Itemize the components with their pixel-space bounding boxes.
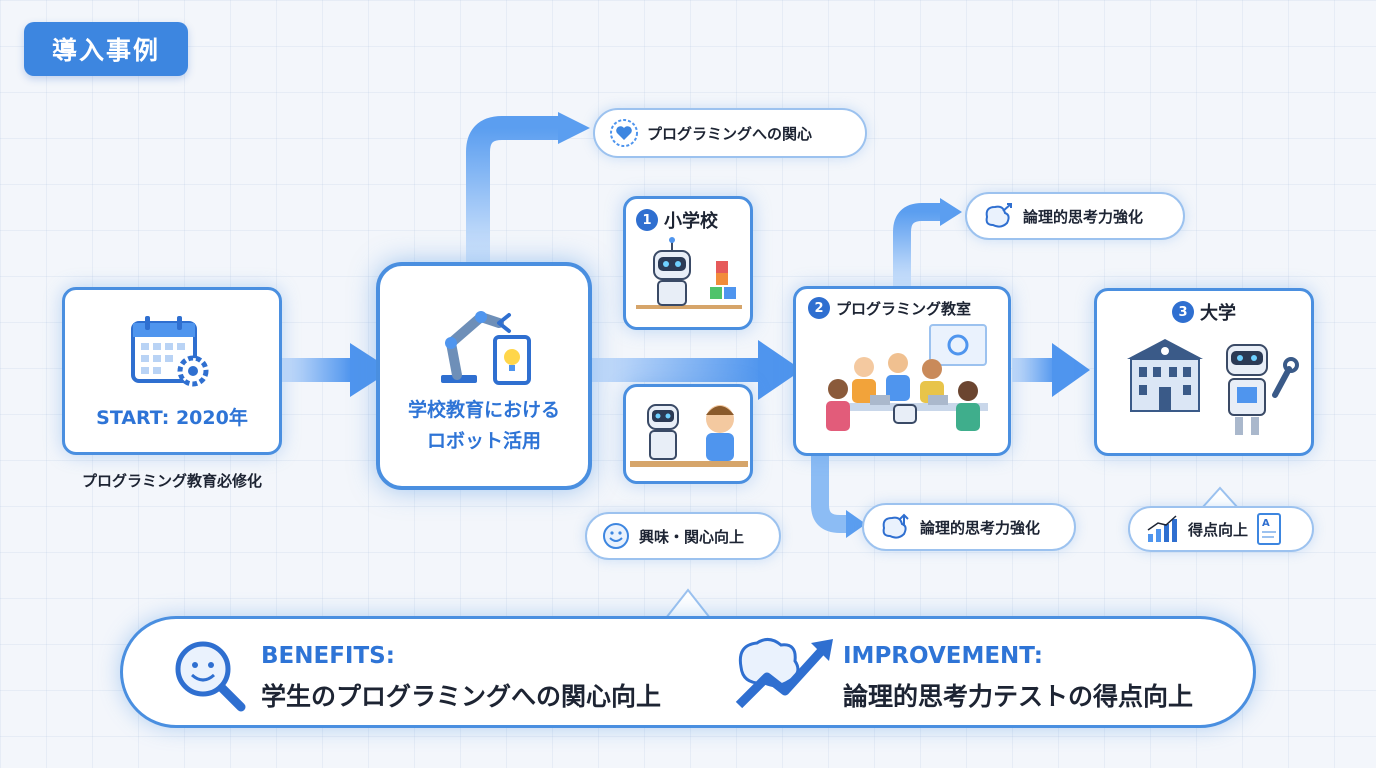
stage-number: 2 bbox=[808, 297, 830, 319]
arrow-classroom-to-logic-bottom bbox=[811, 456, 866, 538]
robot-arm-tablet-icon bbox=[441, 311, 531, 385]
curiosity-label: 興味・関心向上 bbox=[639, 527, 745, 546]
benefits-text: 学生のプログラミングへの関心向上 bbox=[261, 682, 662, 711]
logic-bottom-pill: 論理的思考力強化 bbox=[862, 503, 1076, 551]
classroom-title: 2 プログラミング教室 bbox=[808, 297, 996, 319]
curiosity-pill: 興味・関心向上 bbox=[585, 512, 781, 560]
elementary-title: 1 小学校 bbox=[636, 207, 740, 233]
logic-bottom-label: 論理的思考力強化 bbox=[920, 518, 1041, 537]
arrow-classroom-to-university bbox=[1012, 343, 1090, 397]
stage-number: 3 bbox=[1172, 301, 1194, 323]
kid-robot-card bbox=[623, 384, 753, 484]
test-paper-icon: A bbox=[1257, 513, 1282, 545]
stage-number: 1 bbox=[636, 209, 658, 231]
start-card: START: 2020年 bbox=[62, 287, 282, 455]
robot-blocks-illustration bbox=[636, 237, 742, 309]
arrow-start-to-center bbox=[282, 343, 392, 397]
interest-label: プログラミングへの関心 bbox=[647, 124, 813, 143]
elementary-label: 小学校 bbox=[664, 211, 718, 232]
classroom-label: プログラミング教室 bbox=[836, 299, 972, 318]
magnifier-smile-icon bbox=[175, 641, 246, 712]
heart-icon bbox=[610, 119, 638, 147]
smile-icon bbox=[603, 523, 629, 549]
improvement-heading: IMPROVEMENT: bbox=[843, 643, 1043, 669]
brain-arrow-icon bbox=[882, 513, 909, 539]
university-label: 大学 bbox=[1200, 303, 1236, 324]
brain-trend-icon bbox=[735, 638, 833, 709]
svg-text:A: A bbox=[1262, 518, 1270, 529]
start-title: START: 2020年 bbox=[96, 406, 248, 429]
logic-top-label: 論理的思考力強化 bbox=[1023, 207, 1144, 226]
center-card: 学校教育における ロボット活用 bbox=[376, 262, 592, 490]
improvement-text: 論理的思考力テストの得点向上 bbox=[843, 682, 1194, 711]
kid-robot-illustration bbox=[630, 404, 748, 467]
university-robot-illustration bbox=[1127, 339, 1299, 435]
arrow-center-to-interest bbox=[466, 112, 590, 262]
classroom-card: 2 プログラミング教室 bbox=[793, 286, 1011, 456]
interest-pill: プログラミングへの関心 bbox=[593, 108, 867, 158]
score-pill: 得点向上 A bbox=[1128, 506, 1314, 552]
university-title: 3 大学 bbox=[1109, 299, 1299, 325]
benefits-heading: BENEFITS: bbox=[261, 643, 395, 669]
classroom-illustration bbox=[826, 324, 988, 431]
start-caption: プログラミング教育必修化 bbox=[81, 472, 262, 490]
summary-banner: BENEFITS: 学生のプログラミングへの関心向上 IMPROVEMENT: … bbox=[120, 616, 1256, 728]
logic-top-pill: 論理的思考力強化 bbox=[965, 192, 1185, 240]
arrow-center-to-classroom bbox=[590, 340, 802, 400]
bar-chart-icon bbox=[1147, 515, 1177, 542]
section-badge: 導入事例 bbox=[24, 22, 188, 76]
brain-arrow-icon bbox=[985, 203, 1012, 228]
score-label: 得点向上 bbox=[1188, 520, 1249, 539]
calendar-gear-icon bbox=[131, 315, 209, 386]
center-line2: ロボット活用 bbox=[426, 430, 541, 452]
elementary-card: 1 小学校 bbox=[623, 196, 753, 330]
arrow-classroom-to-logic-top bbox=[893, 198, 962, 286]
university-card: 3 大学 bbox=[1094, 288, 1314, 456]
center-line1: 学校教育における bbox=[407, 399, 560, 421]
